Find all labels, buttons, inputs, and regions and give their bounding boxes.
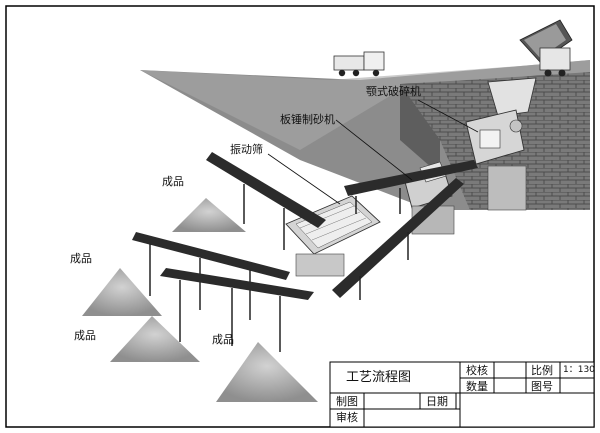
title-block-drawn-by: 制图	[336, 395, 358, 408]
leader-sand-maker	[335, 119, 413, 181]
jaw-crusher-base	[487, 165, 527, 211]
title-block	[329, 361, 595, 428]
label-product-4: 成品	[212, 333, 234, 346]
title-block-reviewed-by: 审核	[336, 411, 358, 424]
leader-jaw-crusher	[417, 99, 479, 133]
jaw-crusher	[465, 109, 525, 165]
label-product-1: 成品	[162, 175, 184, 188]
dump-truck-large	[519, 19, 573, 77]
conveyor-feed-screen	[332, 178, 464, 300]
product-pile-1	[172, 198, 246, 232]
title-block-date: 日期	[426, 395, 448, 408]
label-impact-sand-maker: 板锤制砂机	[280, 113, 335, 126]
label-product-3: 成品	[74, 329, 96, 342]
title-block-ratio-label: 比例	[531, 364, 553, 377]
title-block-title: 工艺流程图	[346, 370, 412, 385]
drawing-frame	[5, 5, 595, 428]
product-pile-3	[110, 316, 200, 362]
title-block-check: 校核	[466, 364, 488, 377]
title-block-quantity: 数量	[466, 380, 488, 393]
product-pile-4	[216, 342, 318, 402]
conveyor-upper-left	[206, 152, 326, 250]
conveyor-crusher-to-screen	[344, 160, 478, 214]
dump-truck-small	[333, 51, 385, 77]
title-block-ratio-value: 1：130	[563, 365, 595, 375]
label-vibrating-screen: 振动筛	[230, 143, 263, 156]
feed-hopper	[487, 77, 537, 117]
product-pile-2	[82, 268, 162, 316]
leader-vibrating-screen	[267, 153, 341, 205]
label-product-2: 成品	[70, 252, 92, 265]
conveyor-lower-left	[160, 268, 314, 352]
title-block-drawing-no: 图号	[531, 380, 553, 393]
label-jaw-crusher: 颚式破碎机	[366, 85, 421, 98]
brick-wall-left	[400, 84, 440, 175]
conveyor-middle-left	[132, 232, 290, 320]
